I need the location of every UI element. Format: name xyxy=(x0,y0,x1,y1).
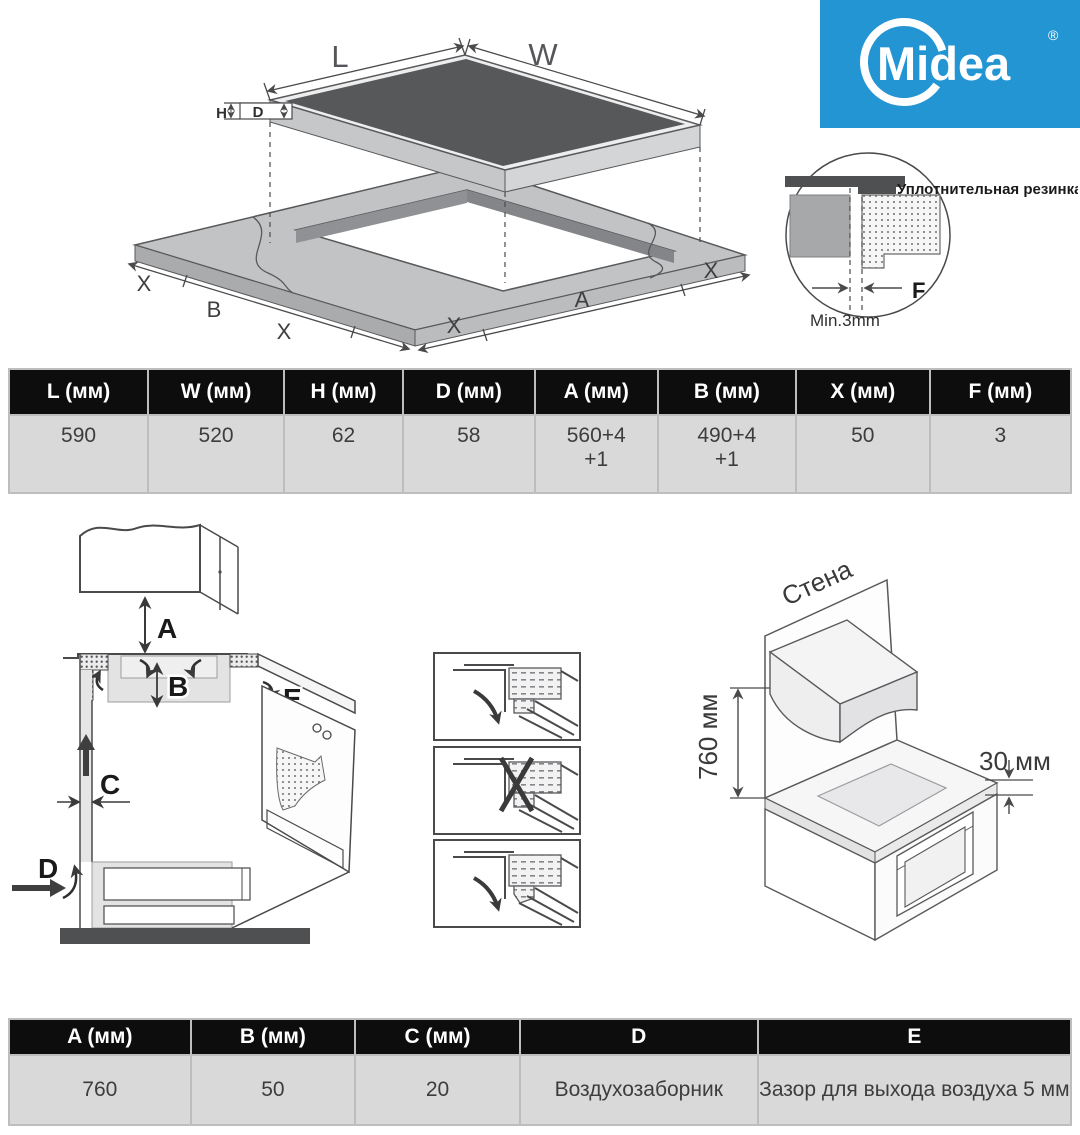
cell-value: 490+4 +1 xyxy=(656,414,797,494)
dim-label-f: F xyxy=(912,278,925,303)
oven-door xyxy=(266,809,344,869)
hood xyxy=(768,619,919,744)
floor xyxy=(60,928,310,944)
col-header: B (мм) xyxy=(189,1018,357,1056)
dim-label-c: C xyxy=(100,769,120,800)
dimensions-table: L (мм) W (мм) H (мм) D (мм) A (мм) B (мм… xyxy=(7,368,1073,494)
midea-logo-mark: Midea ® xyxy=(860,18,1059,106)
projection-lines xyxy=(269,122,701,283)
table-row: 760 50 20 Воздухозаборник Зазор для выхо… xyxy=(8,1054,1073,1126)
col-header: L (мм) xyxy=(7,368,150,416)
logo-wordmark: Midea xyxy=(877,37,1011,90)
hood-height-dimension: 760 мм xyxy=(693,687,770,799)
counter-cross-section xyxy=(63,652,356,715)
col-header: D xyxy=(518,1018,759,1056)
oven-vent xyxy=(276,747,326,811)
step-box-correct-2 xyxy=(433,839,581,928)
dim-label-h: H xyxy=(216,105,227,122)
side-gap-dimension: 30 мм xyxy=(979,746,1051,814)
oven-knob xyxy=(312,723,322,733)
min-gap-label: Min.3mm xyxy=(810,311,880,330)
dim-label-d2: D xyxy=(38,853,58,884)
cell-value: 520 xyxy=(147,414,286,494)
cell-value: 760 xyxy=(8,1054,192,1126)
gasket-label: Уплотнительная резинка xyxy=(897,181,1078,198)
hd-detail: H D xyxy=(216,102,293,122)
cell-value: Воздухозаборник xyxy=(518,1054,759,1126)
glass-section xyxy=(785,176,905,187)
side-gap-label: 30 мм xyxy=(979,746,1051,776)
midea-logo: Midea ® xyxy=(820,0,1080,128)
cell-value: 62 xyxy=(283,414,404,494)
dim-label-x4: X xyxy=(704,258,719,283)
table-header-row: A (мм) B (мм) C (мм) D E xyxy=(8,1018,1073,1056)
dim-label-x3: X xyxy=(447,313,462,338)
logo-swoosh-circle xyxy=(860,18,948,106)
gasket-detail-drawing: Уплотнительная резинка F Min.3mm xyxy=(785,152,1078,330)
dim-label-b2: B xyxy=(168,671,188,702)
cell-value: Зазор для выхода воздуха 5 мм xyxy=(756,1054,1073,1126)
hood-height-label: 760 мм xyxy=(693,694,723,780)
cell-value: 590 xyxy=(7,414,150,494)
cooktop-on-counter xyxy=(816,763,948,827)
cooktop-cutout-drawing: L W H D X B X X A X xyxy=(127,37,751,354)
col-header: C (мм) xyxy=(354,1018,521,1056)
wall-clearance-drawing: Стена 760 мм xyxy=(693,553,1051,942)
dim-label-l: L xyxy=(331,39,348,74)
dim-label-a: A xyxy=(575,287,590,312)
xax-dimension xyxy=(417,271,751,354)
lw-dimensions xyxy=(263,37,706,126)
col-header: W (мм) xyxy=(147,368,286,416)
step-box-wrong xyxy=(433,746,581,835)
col-header: A (мм) xyxy=(8,1018,192,1056)
step-box-correct-1 xyxy=(433,652,581,741)
pedestal xyxy=(91,861,350,929)
cell-value: 58 xyxy=(401,414,536,494)
col-header: H (мм) xyxy=(283,368,404,416)
cell-value: 3 xyxy=(928,414,1073,494)
cell-value: 560+4 +1 xyxy=(533,414,659,494)
gap-extension-lines xyxy=(849,188,863,310)
dim-label-b: B xyxy=(207,297,222,322)
rear-air-channel xyxy=(77,654,95,928)
gasket-strip xyxy=(858,187,896,194)
ventilation-side-view: A B E xyxy=(12,523,356,944)
col-header: B (мм) xyxy=(656,368,797,416)
oven-knob xyxy=(322,730,332,740)
col-header: X (мм) xyxy=(794,368,931,416)
dim-label-x1: X xyxy=(137,271,152,296)
col-header: E xyxy=(756,1018,1073,1056)
cross-mark xyxy=(498,756,535,813)
upper-cabinet xyxy=(79,523,239,615)
oven-door xyxy=(904,826,966,908)
cabinet-section xyxy=(861,194,941,269)
cell-value: 20 xyxy=(354,1054,521,1126)
dim-label-a2: A xyxy=(157,613,177,644)
col-header: A (мм) xyxy=(533,368,659,416)
dim-label-x2: X xyxy=(277,319,292,344)
countertop-section xyxy=(789,194,851,258)
clearance-table: A (мм) B (мм) C (мм) D E 760 50 20 Возду… xyxy=(8,1018,1073,1126)
dim-label-d: D xyxy=(253,104,264,121)
cell-value: 50 xyxy=(794,414,931,494)
col-header: D (мм) xyxy=(401,368,536,416)
dim-label-w: W xyxy=(528,37,558,72)
countertop-slab xyxy=(132,164,748,347)
lower-cabinet xyxy=(763,739,999,942)
col-header: F (мм) xyxy=(928,368,1073,416)
up-arrow xyxy=(77,734,95,750)
table-row: 590 520 62 58 560+4 +1 490+4 +1 50 3 xyxy=(7,414,1073,494)
table-header-row: L (мм) W (мм) H (мм) D (мм) A (мм) B (мм… xyxy=(7,368,1073,416)
registered-mark: ® xyxy=(1048,27,1059,43)
gasket-mounting-steps xyxy=(433,652,581,928)
xbx-dimension xyxy=(127,261,411,352)
built-in-oven xyxy=(261,684,356,874)
air-inlet-arrow xyxy=(12,879,66,897)
cell-value: 50 xyxy=(189,1054,357,1126)
